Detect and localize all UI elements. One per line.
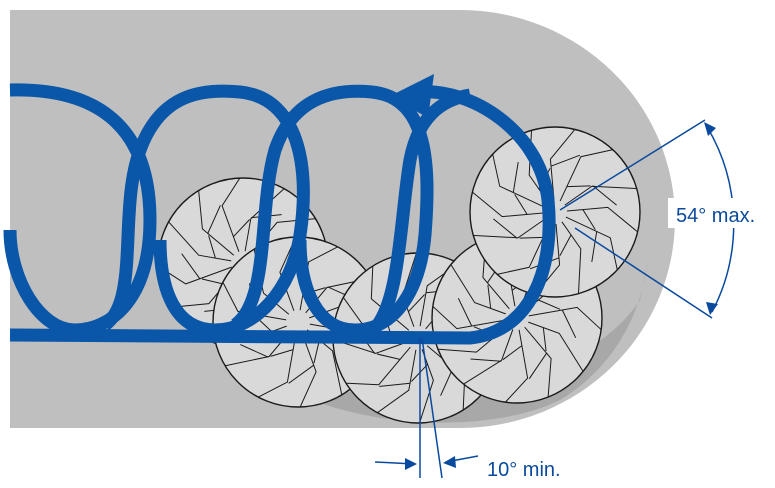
min-angle-label: 10° min. bbox=[487, 459, 561, 481]
circular-arrow-icon bbox=[390, 74, 434, 118]
max-angle-label-bg bbox=[668, 198, 768, 228]
spiral-path bbox=[3, 83, 556, 345]
max-angle-dimension bbox=[559, 119, 735, 319]
min-angle-dimension bbox=[374, 337, 479, 479]
max-angle-label: 54° max. bbox=[676, 205, 755, 227]
